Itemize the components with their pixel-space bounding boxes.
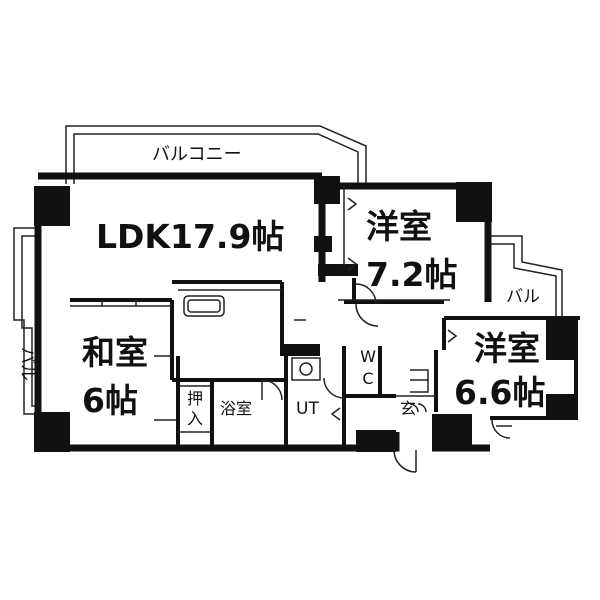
doors xyxy=(261,283,512,473)
entrance-label: 玄 xyxy=(400,399,416,418)
entrance-steps xyxy=(396,369,436,397)
bath-label: 浴室 xyxy=(220,399,252,418)
ldk-label: LDK17.9帖 xyxy=(96,217,284,256)
balcony-top xyxy=(65,125,367,184)
wall-blocks xyxy=(34,176,578,452)
closet-arrows xyxy=(330,197,458,421)
toilet-label-char-2: C xyxy=(362,369,373,388)
japanese-room-name: 和室 xyxy=(82,333,148,372)
interior-walls xyxy=(70,278,580,448)
balcony-left xyxy=(13,227,38,415)
toilet-label-char-1: W xyxy=(360,347,376,366)
western-room-1-size: 7.2帖 xyxy=(366,255,457,294)
japanese-room-size: 6帖 xyxy=(82,381,138,420)
utility-label: UT xyxy=(296,399,319,419)
balcony-right xyxy=(490,235,563,318)
thin-lines xyxy=(70,186,450,433)
utility-box xyxy=(291,357,321,381)
western-room-2-name: 洋室 xyxy=(474,329,540,368)
closet-label-char-2: 入 xyxy=(187,409,203,428)
kitchen-counter xyxy=(183,295,225,317)
western-room-1-name: 洋室 xyxy=(366,207,432,246)
closet-label-char-1: 押 xyxy=(187,389,203,408)
balcony-top-label: バルコニー xyxy=(152,144,242,165)
closet-label: 押入 xyxy=(187,389,203,428)
balcony-left-label: バル xyxy=(17,347,37,381)
balcony-right-label: バル xyxy=(506,287,540,307)
western-room-2-size: 6.6帖 xyxy=(454,373,545,412)
